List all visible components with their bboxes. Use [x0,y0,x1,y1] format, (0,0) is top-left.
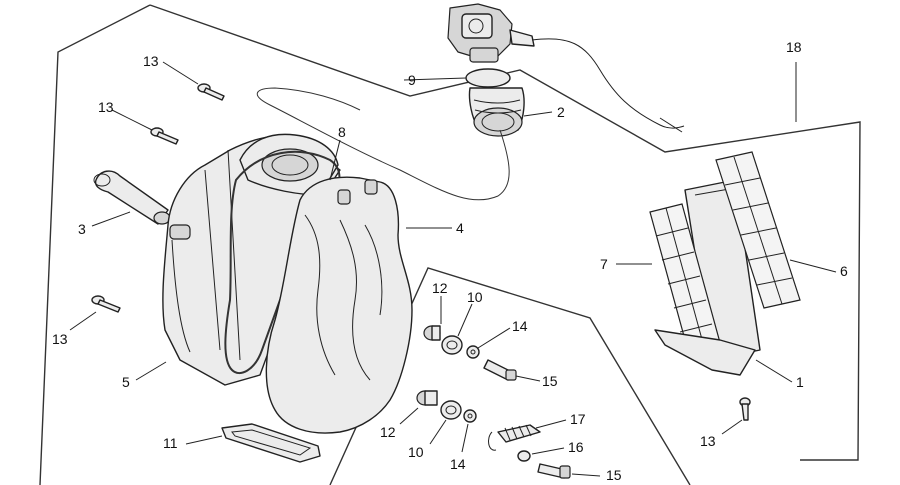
filter-tray [654,329,756,376]
cable-end [659,117,683,133]
throttle-cable [531,38,685,129]
callout-14: 14 [450,456,466,472]
callout-14: 14 [512,318,528,334]
callout-13: 13 [143,53,159,69]
intake-manifold [468,87,525,137]
main-frame-left-edge [39,4,151,485]
carburetor [447,3,535,63]
filter-grid-rear [715,151,801,309]
callout-12: 12 [380,424,396,440]
grommet-upper [441,335,463,355]
callout-10: 10 [467,289,483,305]
intake-boot [239,133,339,196]
leader-lines [69,61,837,477]
vent-hose [257,87,510,201]
flat-gasket [221,423,321,463]
spacer-lower [416,390,438,406]
washer-upper [466,345,480,359]
callout-5: 5 [122,374,130,390]
callout-9: 9 [408,72,416,88]
air-box-cover [265,176,413,434]
callout-8: 8 [338,124,346,140]
callout-17: 17 [570,411,586,427]
screw-filter [739,397,751,421]
bolt-upper [483,359,517,381]
grommet-lower [440,400,462,420]
callout-13: 13 [98,99,114,115]
main-frame-outline [149,4,861,461]
callout-15: 15 [606,467,622,483]
callout-4: 4 [456,220,464,236]
callout-13: 13 [52,331,68,347]
callout-16: 16 [568,439,584,455]
callout-labels: 13 13 13 13 9 2 18 8 3 4 7 6 12 10 14 15… [52,39,848,483]
callout-6: 6 [840,263,848,279]
washer-16 [517,450,531,462]
cover-gasket [224,150,341,375]
callout-11: 11 [163,435,178,451]
spacer-upper [423,325,441,341]
callout-3: 3 [78,221,86,237]
drain-tube [93,170,171,225]
screw-top-left [197,83,225,101]
callout-13: 13 [700,433,716,449]
callout-18: 18 [786,39,802,55]
callout-15: 15 [542,373,558,389]
callout-12: 12 [432,280,448,296]
bolt-lower [537,463,571,479]
screw-mid-left [150,127,179,145]
screw-lower-left [91,295,121,313]
callout-10: 10 [408,444,424,460]
callout-1: 1 [796,374,804,390]
spring [488,424,541,451]
washer-lower [463,409,477,423]
hose-clamp [465,68,511,88]
air-box-housing [162,135,341,386]
callout-2: 2 [557,104,565,120]
callout-7: 7 [600,256,608,272]
